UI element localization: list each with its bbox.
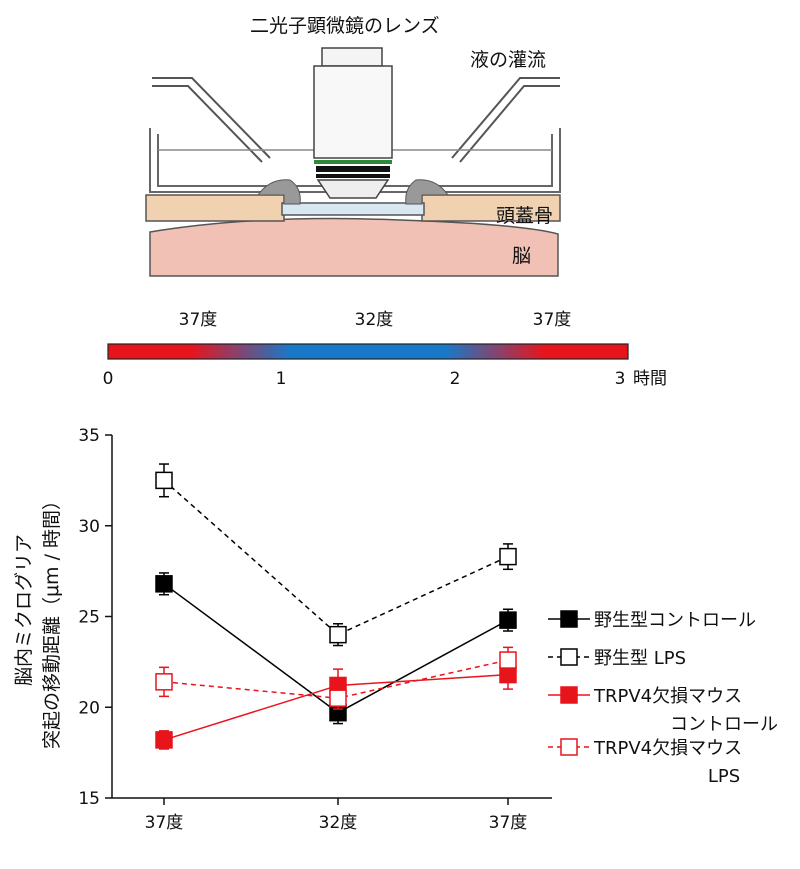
time-tick-0: 0: [103, 369, 114, 389]
temperature-timeline: 37度 32度 37度 0 1 2 3 時間: [103, 310, 667, 389]
adhesive-right: [405, 179, 449, 205]
skull-left: [145, 194, 285, 222]
brain-tissue: [149, 217, 559, 277]
data-point-marker: [499, 547, 517, 566]
x-tick-label: 37度: [145, 813, 184, 833]
experiment-setup-diagram: 二光子顕微鏡のレンズ 液の灌流 頭蓋骨 脳: [145, 15, 561, 277]
temp-label-end: 37度: [533, 310, 572, 330]
y-tick-label: 35: [78, 426, 100, 446]
legend-label: 野生型 LPS: [594, 648, 686, 669]
time-tick-1: 1: [276, 369, 287, 389]
y-axis-label-line1: 脳内ミクログリア: [13, 534, 35, 686]
y-tick-label: 25: [78, 608, 100, 628]
data-point-marker: [155, 471, 173, 490]
data-point-marker: [329, 689, 347, 707]
y-tick-label: 30: [78, 517, 100, 537]
objective-lens: [313, 47, 393, 199]
data-point-marker: [329, 625, 347, 644]
y-tick-label: 15: [78, 789, 100, 809]
legend-label-line2: LPS: [708, 766, 740, 787]
legend-marker: [560, 686, 578, 704]
temp-label-mid: 32度: [355, 310, 394, 330]
brain-label: 脳: [512, 245, 531, 267]
perfusion-label: 液の灌流: [470, 49, 546, 71]
perfusion-tubes: [152, 77, 560, 163]
skull-label: 頭蓋骨: [496, 205, 553, 227]
legend-marker: [560, 648, 578, 666]
legend-label: TRPV4欠損マウス: [593, 686, 742, 707]
temp-label-start: 37度: [179, 310, 218, 330]
y-axis-title: 脳内ミクログリア 突起の移動距離（μm / 時間）: [13, 491, 63, 749]
data-point-marker: [155, 731, 173, 749]
legend-label: TRPV4欠損マウス: [593, 738, 742, 759]
glass-window: [281, 202, 425, 216]
axes: 15 20 25 30 35 37度 32度 37度: [78, 426, 552, 833]
y-tick-label: 20: [78, 698, 100, 718]
objective-label: 二光子顕微鏡のレンズ: [250, 15, 440, 37]
data-point-marker: [155, 673, 173, 691]
series-line-1: [163, 479, 509, 636]
legend-label: 野生型コントロール: [594, 610, 756, 631]
legend-label-line2: コントロール: [670, 714, 778, 735]
legend-marker: [560, 738, 578, 756]
data-point-marker: [499, 611, 517, 629]
time-tick-2: 2: [450, 369, 461, 389]
time-unit: 時間: [633, 369, 667, 389]
data-point-marker: [499, 651, 517, 669]
temperature-gradient-bar: [107, 343, 629, 360]
legend-marker: [560, 610, 578, 628]
x-tick-label: 37度: [489, 813, 528, 833]
adhesive-left: [257, 179, 301, 205]
line-chart: 脳内ミクログリア 突起の移動距離（μm / 時間） 15 20 25 30 35 37度 3…: [13, 426, 778, 833]
y-axis-label-line2: 突起の移動距離（μm / 時間）: [41, 491, 63, 749]
data-point-marker: [155, 575, 173, 593]
x-tick-label: 32度: [319, 813, 358, 833]
time-tick-3: 3: [615, 369, 626, 389]
series-layer: [155, 463, 517, 750]
